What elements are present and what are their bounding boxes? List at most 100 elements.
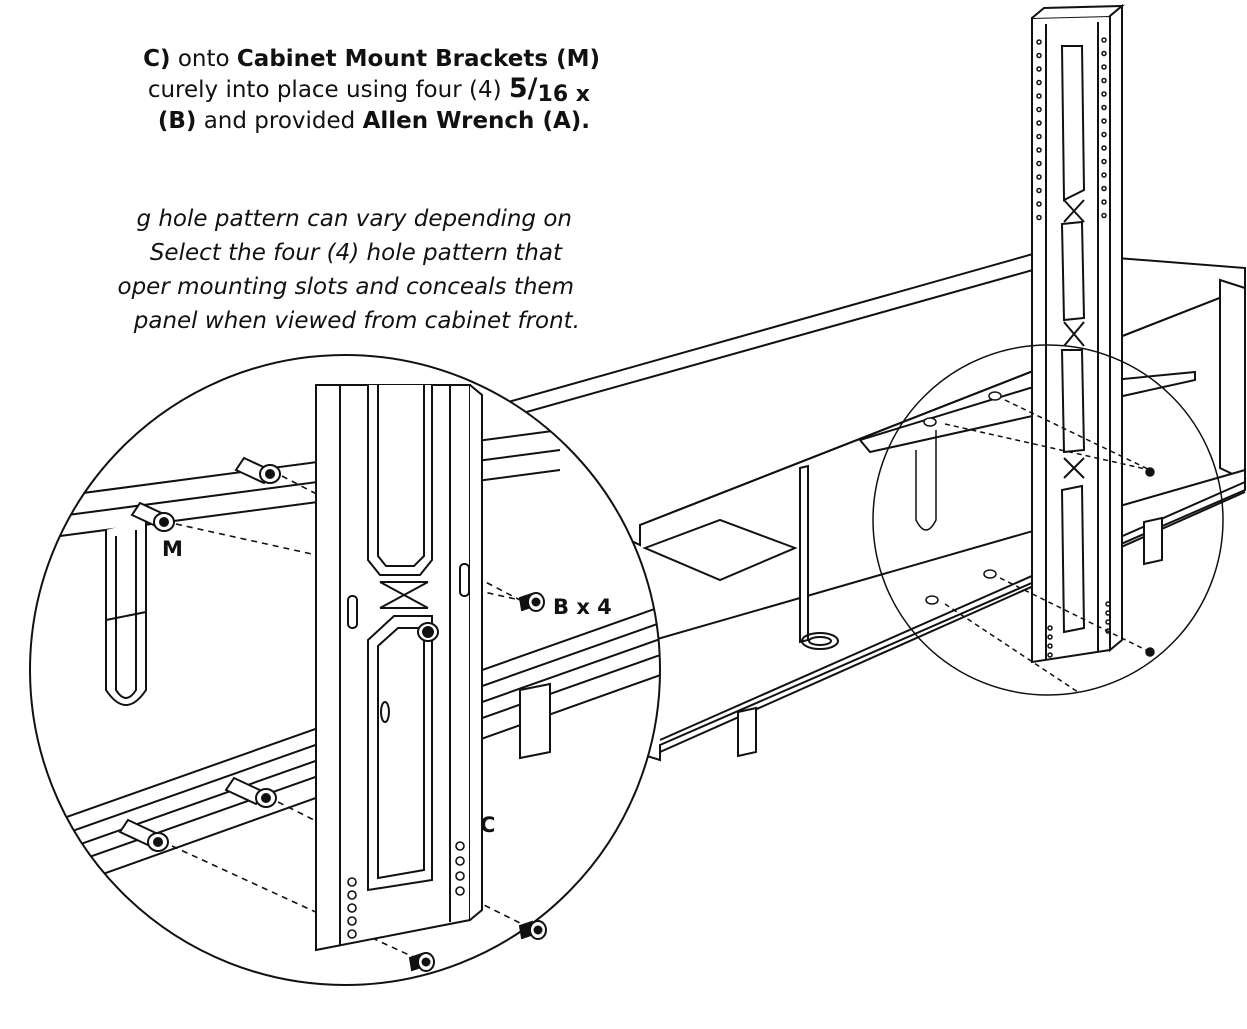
column-hole — [1101, 158, 1107, 165]
column-holes — [1036, 37, 1111, 658]
cabinet-foot-center — [737, 706, 757, 758]
detail-bracket-hook-inner — [115, 530, 137, 699]
column-x-brace-2 — [1063, 321, 1085, 347]
column-x-brace-3 — [1063, 457, 1085, 479]
cabinet-divider — [799, 464, 809, 644]
small-bolt-2 — [1086, 696, 1094, 704]
detail-bolt-in-slot — [417, 622, 439, 642]
callout-bolts-b: B x 4 — [553, 595, 612, 619]
zoom-indicator-circle — [872, 344, 1224, 696]
small-bolt-guide-4 — [999, 577, 1151, 653]
column-hole — [1101, 91, 1107, 97]
column-hole — [1036, 93, 1042, 99]
column-side-face — [1109, 3, 1123, 653]
detail-column-hole — [347, 929, 357, 939]
column-hole — [1101, 64, 1107, 70]
small-bracket-pin-3 — [925, 595, 939, 605]
small-bracket-pin-2 — [988, 391, 1002, 401]
small-bolt-1 — [1145, 467, 1155, 477]
column-hole — [1047, 625, 1053, 631]
mount-column-full — [1031, 3, 1125, 664]
column-hole — [1101, 118, 1107, 124]
column-hole — [1036, 106, 1042, 113]
part-ref-a: Allen Wrench (A). — [362, 108, 590, 134]
column-hole — [1101, 104, 1107, 111]
note-line-2: Select the four (4) hole pattern that — [149, 240, 562, 266]
part-ref-m: Cabinet Mount Brackets (M) — [236, 46, 600, 72]
detail-side-slot-left — [347, 595, 358, 629]
column-hole — [1036, 174, 1042, 180]
instruction-text: curely into place using four (4) — [147, 77, 509, 103]
standoff-upper-1-hole — [159, 517, 169, 527]
detail-column-slot-top-inner — [377, 385, 425, 567]
instruction-line-2: curely into place using four (4) 5/16 x — [147, 73, 590, 108]
column-hole — [1036, 214, 1042, 221]
cable-grommet — [801, 632, 839, 650]
column-hole — [1036, 66, 1042, 72]
bolt-b-3-socket — [421, 957, 431, 967]
detail-foot — [519, 682, 551, 760]
standoff-lower-2-hole — [261, 793, 271, 803]
bracket-standoffs-upper — [130, 456, 281, 532]
detail-column-x-brace — [379, 581, 429, 609]
small-bracket-pin-1 — [923, 417, 937, 427]
small-bolt-guide-3 — [944, 603, 1091, 695]
detail-column-holes — [347, 841, 465, 939]
instruction-text: and provided — [196, 108, 363, 134]
column-hole — [1101, 77, 1107, 84]
detail-column-hole — [455, 886, 465, 896]
cabinet-shelf-left — [642, 518, 798, 582]
column-hole — [1101, 145, 1107, 151]
part-ref-b: (B) — [157, 108, 197, 134]
bolts-b — [408, 592, 547, 972]
bolt-b-2-socket — [533, 925, 543, 935]
cabinet-side-panel — [1219, 278, 1246, 482]
column-hole — [1101, 50, 1107, 57]
detail-column-hole — [455, 841, 465, 851]
column-hole — [1036, 39, 1042, 45]
bolt-size-num: 5/ — [508, 73, 538, 104]
small-bracket-hook — [915, 430, 937, 531]
column-slot-4 — [1060, 484, 1086, 634]
callout-bracket-m: M — [162, 537, 183, 561]
column-hole — [1105, 601, 1111, 607]
column-hole — [1101, 199, 1107, 205]
instruction-text: onto — [170, 46, 237, 72]
note-line-4: panel when viewed from cabinet front. — [133, 308, 580, 334]
detail-column-hole — [347, 890, 357, 900]
part-ref-c: C) — [143, 46, 171, 72]
cabinet-foot-right — [1143, 516, 1163, 566]
detail-column-hole — [455, 871, 465, 881]
bolt-size-den: 16 x — [537, 82, 590, 107]
column-hole — [1105, 619, 1111, 625]
note-line-1: g hole pattern can vary depending on — [136, 206, 572, 232]
cable-grommet-inner — [808, 636, 832, 646]
slot-bolt-socket — [422, 626, 434, 638]
detail-column-slot-bottom-inner — [377, 627, 425, 880]
column-hole — [1047, 634, 1053, 640]
small-bolt-guide-1 — [944, 423, 1151, 471]
column-slot-3 — [1060, 349, 1086, 454]
detail-mount-column — [315, 384, 483, 952]
column-slot-1 — [1060, 45, 1086, 202]
detail-side-slot-right — [459, 563, 470, 597]
column-hole — [1105, 610, 1111, 616]
column-hole — [1047, 643, 1053, 649]
column-x-brace-1 — [1063, 199, 1085, 223]
standoff-upper-2-hole — [265, 469, 275, 479]
column-hole — [1036, 52, 1042, 59]
detail-column-hole — [347, 877, 357, 887]
instruction-line-3: (B) and provided Allen Wrench (A). — [158, 106, 590, 136]
detail-column-hole — [455, 856, 465, 866]
note-line-3: oper mounting slots and conceals them — [117, 274, 574, 300]
bolt-b-1-socket — [531, 597, 541, 607]
detail-inner-hole — [380, 701, 390, 723]
column-hole — [1036, 201, 1042, 207]
column-hole — [1036, 133, 1042, 140]
column-hole — [1047, 652, 1053, 658]
detail-column-side — [469, 384, 483, 921]
guide-lower-1 — [171, 845, 421, 961]
callout-column-c: C — [480, 813, 495, 837]
cabinet-top-edge — [479, 267, 1041, 426]
